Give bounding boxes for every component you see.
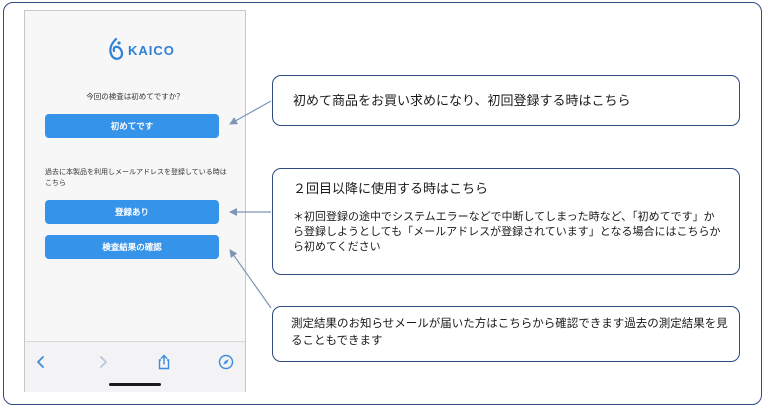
first-time-button[interactable]: 初めてです	[45, 114, 219, 138]
outer-frame	[3, 2, 762, 405]
home-indicator	[109, 383, 161, 386]
callout-results: 測定結果のお知らせメールが届いた方はこちらから確認できます過去の測定結果を見るこ…	[272, 306, 740, 362]
callout-registered: ２回目以降に使用する時はこちら ＊初回登録の途中でシステムエラーなどで中断してし…	[272, 168, 740, 275]
compass-icon[interactable]	[218, 354, 234, 370]
registered-note: 過去に本製品を利用しメールアドレスを登録している時はこちら	[45, 168, 227, 187]
app-content: KAICO 今回の検査は初めてですか？ 初めてです 過去に本製品を利用しメールア…	[25, 11, 245, 341]
logo-text: KAICO	[128, 42, 175, 58]
registered-button[interactable]: 登録あり	[45, 200, 219, 224]
kaico-logo: KAICO	[107, 37, 175, 63]
callout-registered-body: ＊初回登録の途中でシステムエラーなどで中断してしまった時など、「初めてです」から…	[293, 210, 721, 253]
back-chevron-icon[interactable]	[33, 354, 49, 370]
callout-first-time: 初めて商品をお買い求めになり、初回登録する時はこちら	[272, 75, 740, 126]
kaico-logo-icon	[109, 38, 124, 60]
phone-screen: KAICO 今回の検査は初めてですか？ 初めてです 過去に本製品を利用しメールア…	[24, 10, 246, 392]
callout-registered-heading: ２回目以降に使用する時はこちら	[293, 182, 489, 197]
browser-toolbar	[25, 341, 245, 392]
share-icon[interactable]	[156, 354, 172, 370]
check-results-button[interactable]: 検査結果の確認	[45, 235, 219, 259]
first-time-question: 今回の検査は初めてですか？	[86, 92, 184, 101]
callout-first-time-text: 初めて商品をお買い求めになり、初回登録する時はこちら	[293, 94, 631, 109]
callout-results-text: 測定結果のお知らせメールが届いた方はこちらから確認できます過去の測定結果を見るこ…	[291, 316, 728, 347]
forward-chevron-icon[interactable]	[95, 354, 111, 370]
